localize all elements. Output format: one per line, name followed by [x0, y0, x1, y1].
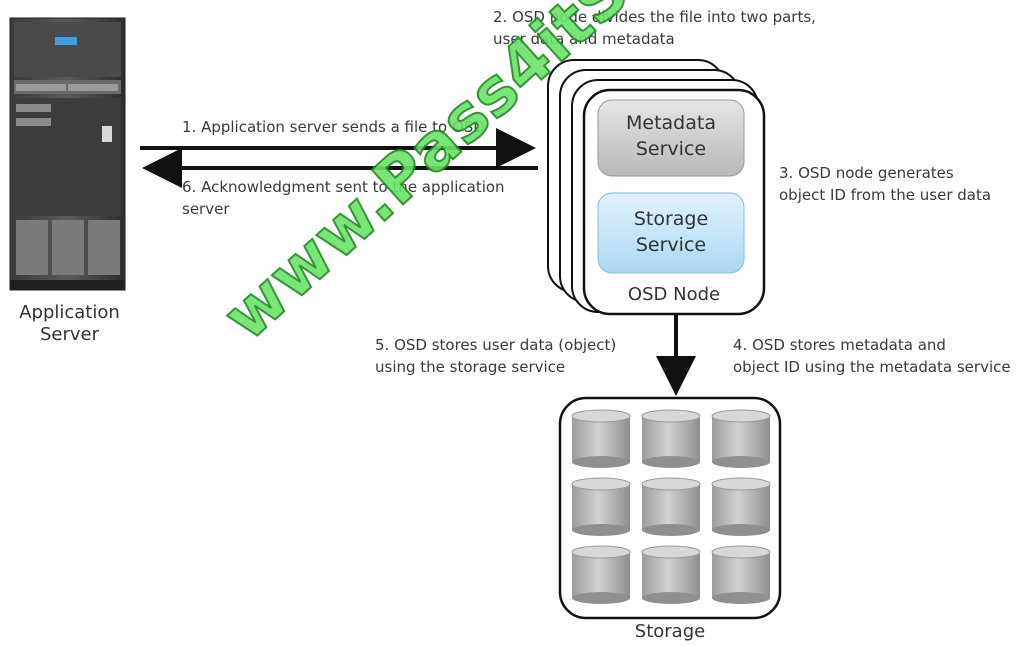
- step6-line2: server: [182, 200, 230, 218]
- step6-label: 6. Acknowledgment sent to the applicatio…: [182, 176, 505, 220]
- server-label: Application Server: [12, 302, 127, 346]
- step3-line1: 3. OSD node generates: [779, 164, 954, 182]
- server-label-line1: Application: [19, 302, 120, 323]
- step4-line2: object ID using the metadata service: [733, 358, 1011, 376]
- osd-node: [547, 59, 766, 316]
- step3-line2: object ID from the user data: [779, 186, 992, 204]
- metadata-line2: Service: [635, 138, 707, 160]
- step4-label: 4. OSD stores metadata and object ID usi…: [733, 334, 1011, 378]
- step2-line2: user data and metadata: [493, 30, 675, 48]
- osd-node-label: OSD Node: [627, 284, 721, 305]
- storage-service-box: [597, 192, 745, 274]
- storage-label: Storage: [634, 621, 706, 642]
- metadata-service-box: [597, 99, 745, 177]
- step2-line1: 2. OSD node divides the file into two pa…: [493, 8, 816, 26]
- storage-service-label: Storage Service: [598, 206, 744, 258]
- storage-box: [558, 396, 782, 620]
- step5-label: 5. OSD stores user data (object) using t…: [375, 334, 616, 378]
- step1-label: 1. Application server sends a file to OS…: [182, 118, 485, 136]
- step5-line2: using the storage service: [375, 358, 566, 376]
- server-label-line2: Server: [39, 324, 100, 345]
- storage-line1: Storage: [633, 208, 709, 230]
- step3-label: 3. OSD node generates object ID from the…: [779, 162, 991, 206]
- storage-line2: Service: [635, 234, 707, 256]
- step6-line1: 6. Acknowledgment sent to the applicatio…: [182, 178, 505, 196]
- server-icon: [9, 17, 126, 291]
- step5-line1: 5. OSD stores user data (object): [375, 336, 617, 354]
- metadata-line1: Metadata: [626, 112, 716, 134]
- step2-label: 2. OSD node divides the file into two pa…: [493, 6, 816, 50]
- step4-line1: 4. OSD stores metadata and: [733, 336, 946, 354]
- disk-icon: [571, 409, 771, 604]
- metadata-service-label: Metadata Service: [598, 110, 744, 162]
